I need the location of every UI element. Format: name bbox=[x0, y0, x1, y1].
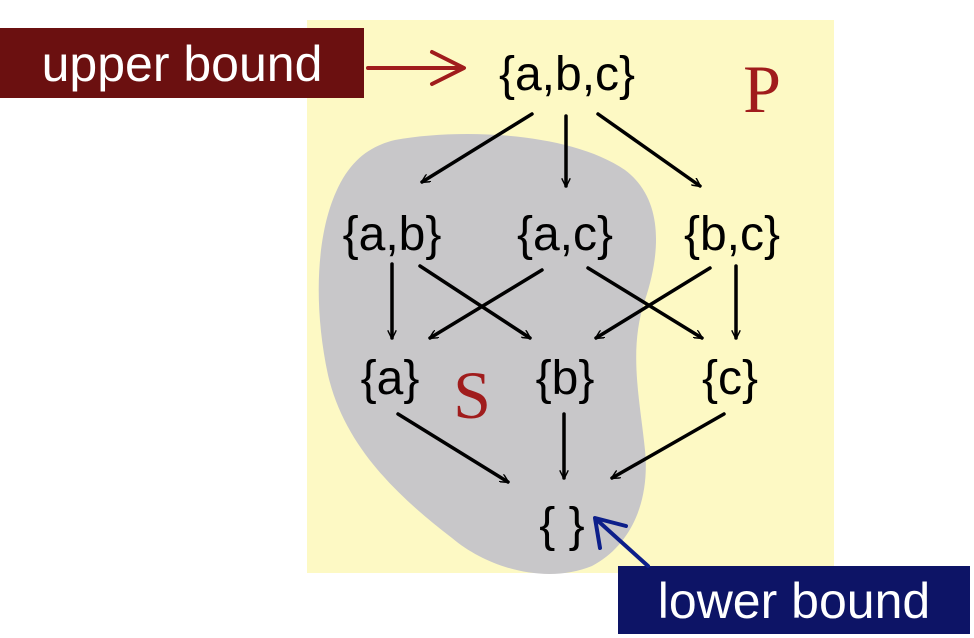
node-ab: {a,b} bbox=[343, 208, 442, 261]
subset-region bbox=[318, 133, 657, 574]
upper-bound-tag bbox=[0, 28, 364, 98]
node-c: {c} bbox=[702, 352, 758, 405]
edge-c-to-empty bbox=[612, 412, 726, 480]
subset-label: S bbox=[453, 357, 491, 433]
edge-ac-to-c bbox=[586, 266, 702, 340]
upper-bound-arrow bbox=[366, 50, 466, 86]
edge-ab-to-b bbox=[418, 264, 530, 340]
node-ac: {a,c} bbox=[517, 208, 613, 261]
node-a: {a} bbox=[361, 352, 420, 405]
edge-ac-to-a bbox=[430, 268, 544, 340]
node-b: {b} bbox=[536, 352, 595, 405]
poset-label: P bbox=[743, 51, 781, 127]
node-bc: {b,c} bbox=[684, 208, 780, 261]
node-empty: { } bbox=[539, 499, 584, 552]
hasse-edges bbox=[392, 112, 736, 484]
node-abc: {a,b,c} bbox=[499, 48, 635, 101]
edge-abc-to-ab bbox=[422, 112, 534, 184]
edge-abc-to-bc bbox=[596, 112, 700, 188]
lower-bound-arrow bbox=[593, 516, 650, 568]
lower-bound-tag bbox=[618, 566, 970, 634]
edge-bc-to-b bbox=[596, 266, 712, 340]
upper-bound-label: upper bound bbox=[42, 36, 323, 92]
lower-bound-label: lower bound bbox=[658, 573, 930, 629]
edge-a-to-empty bbox=[396, 412, 508, 484]
